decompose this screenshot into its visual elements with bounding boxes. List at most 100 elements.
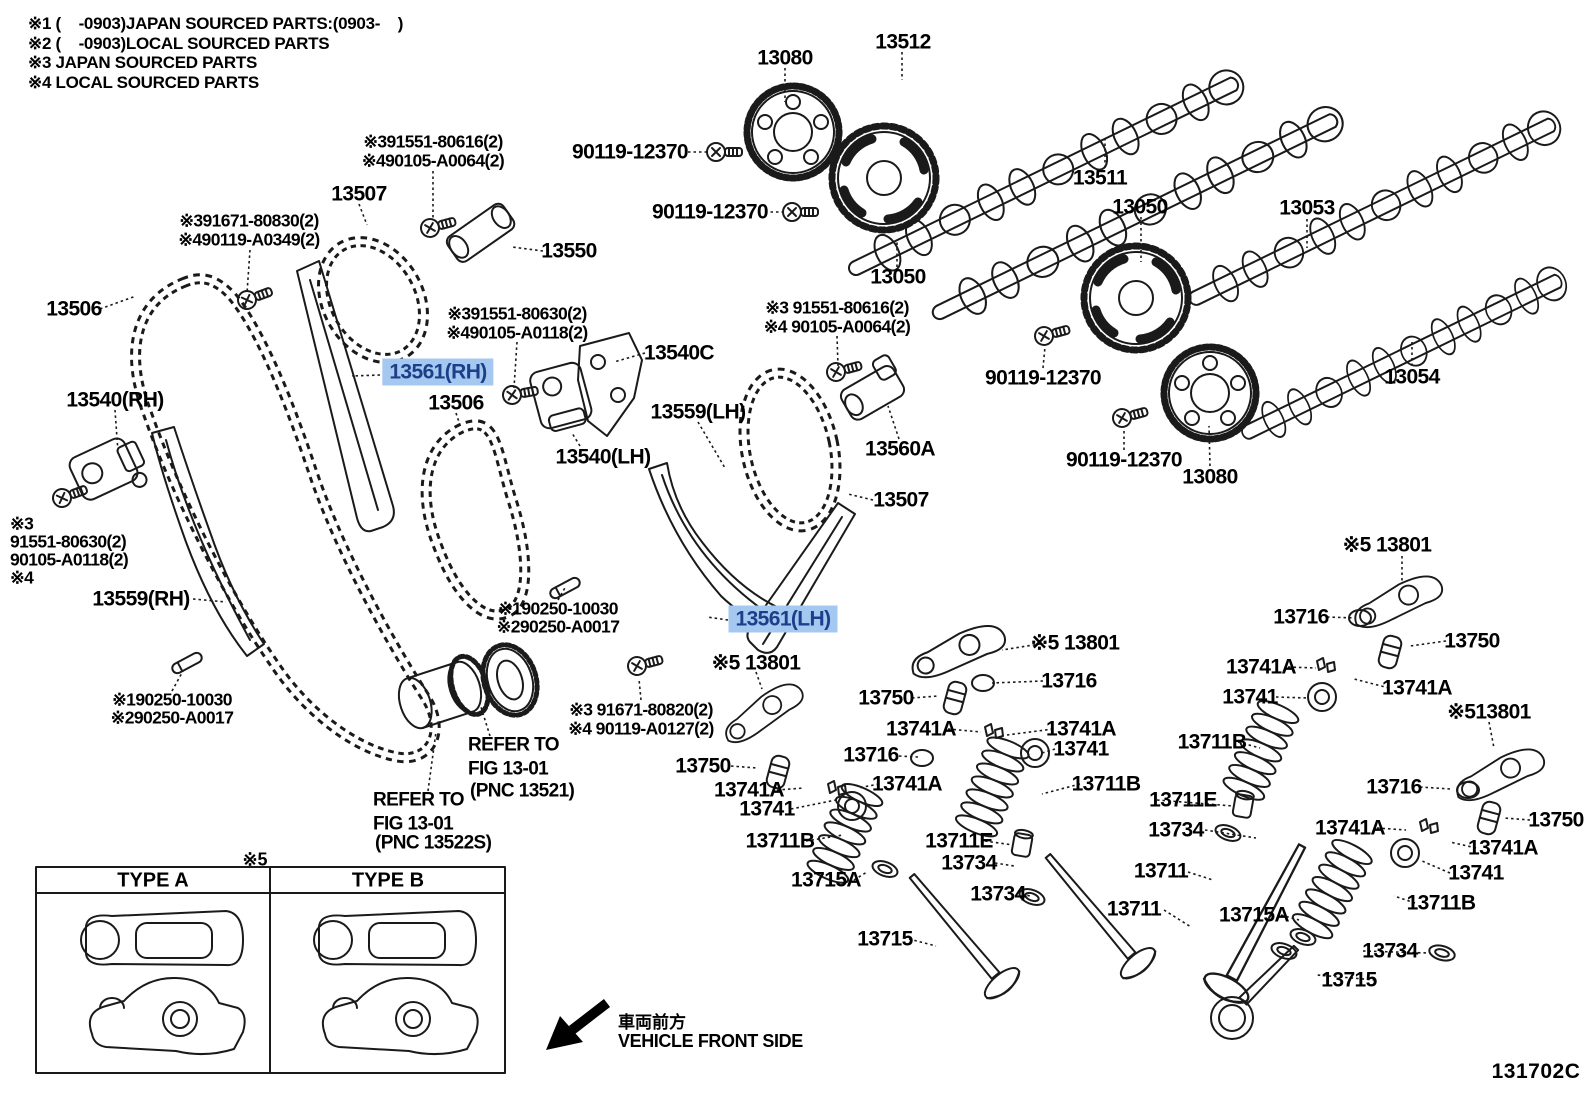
part-label: 13715A: [791, 868, 862, 892]
valve-head: [1210, 996, 1254, 1040]
part-label: 13715A: [1219, 903, 1290, 927]
part-label: 13711: [1133, 859, 1189, 883]
timing-chain-left: [130, 273, 441, 764]
part-label: 13741: [1222, 685, 1278, 709]
part-label: ※3 91671-80820(2): [569, 699, 713, 720]
type-b-header: TYPE B: [351, 869, 425, 892]
part-label: 13050: [870, 265, 926, 289]
part-label: 13741: [1448, 861, 1504, 885]
part-label: 13741A: [1226, 655, 1297, 679]
part-label: 13750: [1528, 808, 1584, 832]
part-label: 13560A: [865, 437, 936, 461]
part-label: 90105-A0118(2): [10, 549, 129, 570]
part-label: 13741A: [1468, 836, 1539, 860]
leader-lines: [99, 52, 1531, 981]
chain-ring-top: [317, 236, 429, 364]
part-label: 13050: [1112, 195, 1168, 219]
part-label: 13540(RH): [66, 388, 164, 412]
part-label: 13741A: [872, 772, 943, 796]
part-label: 13750: [1444, 629, 1500, 653]
part-label: 13506: [428, 391, 484, 415]
part-label: 13716: [843, 743, 899, 767]
reference-legend: ※1 ( -0903)JAPAN SOURCED PARTS:(0903- ) ※…: [28, 14, 403, 92]
part-label: ※490119-A0349(2): [178, 229, 320, 250]
part-label: 13750: [675, 754, 731, 778]
part-label: 13540(LH): [555, 445, 652, 469]
part-label: ※5 13801: [1342, 533, 1432, 557]
part-label: 13550: [541, 239, 597, 263]
part-label: 13711B: [1071, 772, 1141, 796]
part-label: 13741: [739, 797, 795, 821]
type-box-ref-mark: ※5: [242, 849, 268, 870]
part-label: REFER TO: [373, 789, 465, 811]
part-label: 13559(RH): [92, 587, 190, 611]
part-label: 13716: [1273, 605, 1329, 629]
part-label: 13716: [1366, 775, 1422, 799]
part-label: 13715: [1321, 968, 1377, 992]
part-label: 13741A: [1315, 816, 1386, 840]
part-label: ※490105-A0064(2): [361, 150, 505, 171]
part-label: 13559(LH): [650, 400, 747, 424]
valve-head-inner: [1218, 1004, 1246, 1032]
part-label: 13734: [1362, 939, 1418, 963]
part-label: FIG 13-01: [468, 758, 549, 780]
part-label: 13080: [757, 46, 813, 70]
part-label: ※391551-80616(2): [363, 131, 503, 152]
part-label: 13741A: [1382, 676, 1453, 700]
part-label: ※391551-80630(2): [447, 303, 587, 324]
part-label: 13711B: [745, 829, 815, 853]
part-label: ※190250-10030: [112, 689, 232, 710]
bracket-13550: [445, 202, 516, 263]
part-label: ※190250-10030: [498, 598, 618, 619]
legend-line: ※4 LOCAL SOURCED PARTS: [28, 72, 259, 92]
part-label: 13741A: [886, 717, 957, 741]
part-label: 13741: [1053, 737, 1109, 761]
figure-code: 131702C: [1491, 1060, 1581, 1083]
part-label: 13512: [875, 30, 931, 54]
part-label-highlighted[interactable]: 13561(LH): [728, 605, 838, 633]
legend-line: ※1 ( -0903)JAPAN SOURCED PARTS:(0903- ): [28, 14, 404, 33]
plate-13540c: [577, 332, 643, 437]
part-label: 13741A: [1046, 717, 1117, 741]
part-label: 13054: [1384, 365, 1440, 389]
part-label: 13711: [1106, 897, 1162, 921]
bracket-13560a: [839, 354, 906, 421]
part-label-highlighted[interactable]: 13561(RH): [382, 358, 494, 386]
part-label: 90119-12370: [651, 200, 769, 224]
part-label: ※4 90105-A0064(2): [763, 316, 911, 337]
part-label: 13711E: [1149, 788, 1217, 812]
part-label: 13711E: [925, 829, 993, 853]
crank-sprocket: [480, 642, 540, 718]
vehicle-front-label-en: VEHICLE FRONT SIDE: [618, 1031, 803, 1051]
vehicle-front-arrow-icon: [546, 999, 611, 1050]
part-label: 13734: [970, 882, 1026, 906]
part-label: 13080: [1182, 465, 1238, 489]
part-label: 13511: [1072, 166, 1128, 190]
part-label: (PNC 13522S): [375, 832, 492, 854]
part-label: ※290250-A0017: [496, 616, 620, 637]
part-label: ※391671-80830(2): [179, 210, 319, 231]
crank-hub: [397, 653, 491, 730]
part-label: 13715: [857, 927, 913, 951]
tensioner-13540-lh: [529, 361, 593, 432]
part-label: 13750: [858, 686, 914, 710]
part-label: ※5 13801: [711, 651, 801, 675]
type-a-header: TYPE A: [117, 869, 189, 892]
part-label: 13711B: [1406, 891, 1476, 915]
vehicle-front-label-jp: 車両前方: [618, 1013, 686, 1032]
part-label: ※3 91551-80616(2): [765, 297, 909, 318]
part-label: (PNC 13521): [470, 780, 575, 802]
chain-guide-13561-rh: [296, 260, 395, 533]
part-label: ※513801: [1447, 700, 1531, 724]
part-label: 13053: [1279, 196, 1335, 220]
valve-13715-right: [1238, 944, 1300, 1006]
part-label: 91551-80630(2): [10, 531, 127, 552]
part-label: ※4: [10, 567, 34, 588]
part-label: 13507: [873, 488, 929, 512]
part-label: ※3: [10, 513, 34, 534]
part-label: REFER TO: [468, 734, 560, 756]
part-label: 13711B: [1177, 730, 1247, 754]
part-label: 13734: [941, 851, 997, 875]
